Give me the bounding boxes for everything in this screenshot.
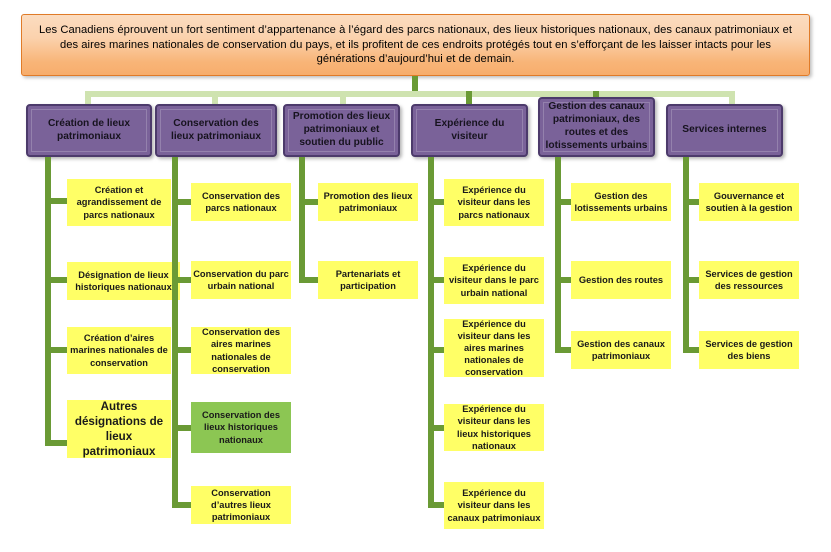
sub-activity-box[interactable]: Services de gestion des biens [699, 331, 799, 369]
sub-activity-label: Création et agrandissement de parcs nati… [76, 185, 162, 220]
program-box-conservation-lieux-patrimoniaux[interactable]: Conservation des lieux patrimoniaux [155, 104, 277, 157]
sub-activity-label: Services de gestion des biens [705, 338, 793, 361]
sub-activity-box[interactable]: Conservation d’autres lieux patrimoniaux [191, 486, 291, 524]
sub-activity-box[interactable]: Expérience du visiteur dans les lieux hi… [444, 404, 544, 451]
branch-stub-2-1 [172, 199, 191, 205]
branch-stub-3-1 [299, 199, 318, 205]
sub-activity-label: Conservation d’autres lieux patrimoniaux [211, 487, 271, 523]
sub-activity-box[interactable]: Gestion des routes [571, 261, 671, 299]
sub-activity-label: Expérience du visiteur dans les aires ma… [457, 318, 531, 378]
sub-activity-box[interactable]: Expérience du visiteur dans les canaux p… [444, 482, 544, 529]
sub-activity-box[interactable]: Expérience du visiteur dans le parc urba… [444, 257, 544, 304]
sub-activity-label: Gestion des canaux patrimoniaux [577, 338, 665, 361]
sub-activity-label: Gestion des routes [578, 274, 664, 285]
program-box-experience-du-visiteur[interactable]: Expérience du visiteur [411, 104, 528, 157]
program-box-services-internes[interactable]: Services internes [666, 104, 783, 157]
sub-activity-box[interactable]: Expérience du visiteur dans les aires ma… [444, 319, 544, 377]
column-spine-5 [555, 157, 561, 353]
column-spine-4 [428, 157, 434, 508]
drop-connector-col2 [212, 91, 218, 104]
sub-activity-box[interactable]: Gestion des canaux patrimoniaux [571, 331, 671, 369]
sub-activity-box[interactable]: Conservation des aires marines nationale… [191, 327, 291, 374]
column-spine-3 [299, 157, 305, 283]
program-box-label: Gestion des canaux patrimoniaux, des rou… [545, 101, 648, 151]
column-spine-1 [45, 157, 51, 446]
column-spine-6 [683, 157, 689, 353]
trunk-connector-vertical [412, 76, 418, 91]
branch-stub-1-3 [45, 347, 67, 353]
sub-activity-box-highlighted[interactable]: Conservation des lieux historiques natio… [191, 402, 291, 453]
sub-activity-label: Expérience du visiteur dans les lieux hi… [457, 404, 531, 451]
branch-stub-4-3 [428, 347, 444, 353]
sub-activity-box[interactable]: Conservation du parc urbain national [191, 261, 291, 299]
branch-stub-6-1 [683, 199, 699, 205]
sub-activity-label: Gouvernance et soutien à la gestion [705, 190, 793, 213]
sub-activity-label: Désignation de lieux historiques nationa… [75, 269, 172, 292]
branch-stub-2-3 [172, 347, 191, 353]
drop-connector-col1 [85, 91, 91, 104]
branch-stub-2-5 [172, 502, 191, 508]
branch-stub-2-4 [172, 425, 191, 431]
sub-activity-box[interactable]: Partenariats et participation [318, 261, 418, 299]
sub-activity-box[interactable]: Autres désignations de lieux patrimoniau… [67, 400, 171, 458]
sub-activity-label: Expérience du visiteur dans les canaux p… [447, 488, 541, 523]
sub-activity-label: Conservation des aires marines nationale… [201, 327, 280, 374]
program-box-label: Services internes [682, 124, 767, 136]
sub-activity-label: Partenariats et participation [335, 268, 401, 291]
branch-stub-5-1 [555, 199, 571, 205]
program-box-promotion-lieux-patrimoniaux[interactable]: Promotion des lieux patrimoniaux et sout… [283, 104, 400, 157]
sub-activity-box[interactable]: Gestion des lotissements urbains [571, 183, 671, 221]
branch-stub-4-1 [428, 199, 444, 205]
program-box-label: Conservation des lieux patrimoniaux [170, 117, 261, 142]
sub-activity-box[interactable]: Création et agrandissement de parcs nati… [67, 179, 171, 226]
drop-connector-col3 [340, 91, 346, 104]
sub-activity-label: Conservation du parc urbain national [193, 268, 289, 291]
branch-stub-4-2 [428, 277, 444, 283]
column-spine-2 [172, 157, 178, 508]
sub-activity-label: Gestion des lotissements urbains [574, 190, 668, 213]
branch-stub-1-1 [45, 198, 67, 204]
sub-activity-label: Expérience du visiteur dans le parc urba… [449, 263, 539, 298]
sub-activity-box[interactable]: Promotion des lieux patrimoniaux [318, 183, 418, 221]
sub-activity-label: Création d’aires marines nationales de c… [70, 333, 168, 368]
branch-stub-4-4 [428, 425, 444, 431]
sub-activity-box[interactable]: Désignation de lieux historiques nationa… [67, 262, 180, 300]
program-box-gestion-canaux-routes-lotissements[interactable]: Gestion des canaux patrimoniaux, des rou… [538, 97, 655, 157]
branch-stub-3-2 [299, 277, 318, 283]
bus-connector-horizontal [88, 91, 734, 97]
drop-connector-col6 [729, 91, 735, 104]
branch-stub-4-5 [428, 502, 444, 508]
program-box-label: Expérience du visiteur [434, 117, 505, 142]
program-box-label: Promotion des lieux patrimoniaux et sout… [292, 111, 391, 148]
branch-stub-5-3 [555, 347, 571, 353]
branch-stub-2-2 [172, 277, 191, 283]
drop-connector-col4 [466, 91, 472, 104]
program-box-creation-lieux-patrimoniaux[interactable]: Création de lieux patrimoniaux [26, 104, 152, 157]
sub-activity-label: Conservation des parcs nationaux [201, 190, 280, 213]
sub-activity-label: Conservation des lieux historiques natio… [201, 410, 280, 445]
sub-activity-box[interactable]: Conservation des parcs nationaux [191, 183, 291, 221]
sub-activity-box[interactable]: Services de gestion des ressources [699, 261, 799, 299]
sub-activity-label: Expérience du visiteur dans les parcs na… [457, 185, 531, 220]
sub-activity-box[interactable]: Expérience du visiteur dans les parcs na… [444, 179, 544, 226]
sub-activity-label: Autres désignations de lieux patrimoniau… [74, 399, 164, 459]
sub-activity-label: Promotion des lieux patrimoniaux [323, 190, 413, 213]
branch-stub-1-2 [45, 277, 67, 283]
branch-stub-1-4 [45, 440, 67, 446]
vision-statement-text: Les Canadiens éprouvent un fort sentimen… [38, 23, 793, 66]
sub-activity-label: Services de gestion des ressources [705, 268, 793, 291]
program-box-label: Création de lieux patrimoniaux [47, 117, 131, 142]
branch-stub-6-3 [683, 347, 699, 353]
branch-stub-5-2 [555, 277, 571, 283]
sub-activity-box[interactable]: Création d’aires marines nationales de c… [67, 327, 171, 374]
sub-activity-box[interactable]: Gouvernance et soutien à la gestion [699, 183, 799, 221]
vision-statement-box: Les Canadiens éprouvent un fort sentimen… [21, 14, 810, 76]
branch-stub-6-2 [683, 277, 699, 283]
